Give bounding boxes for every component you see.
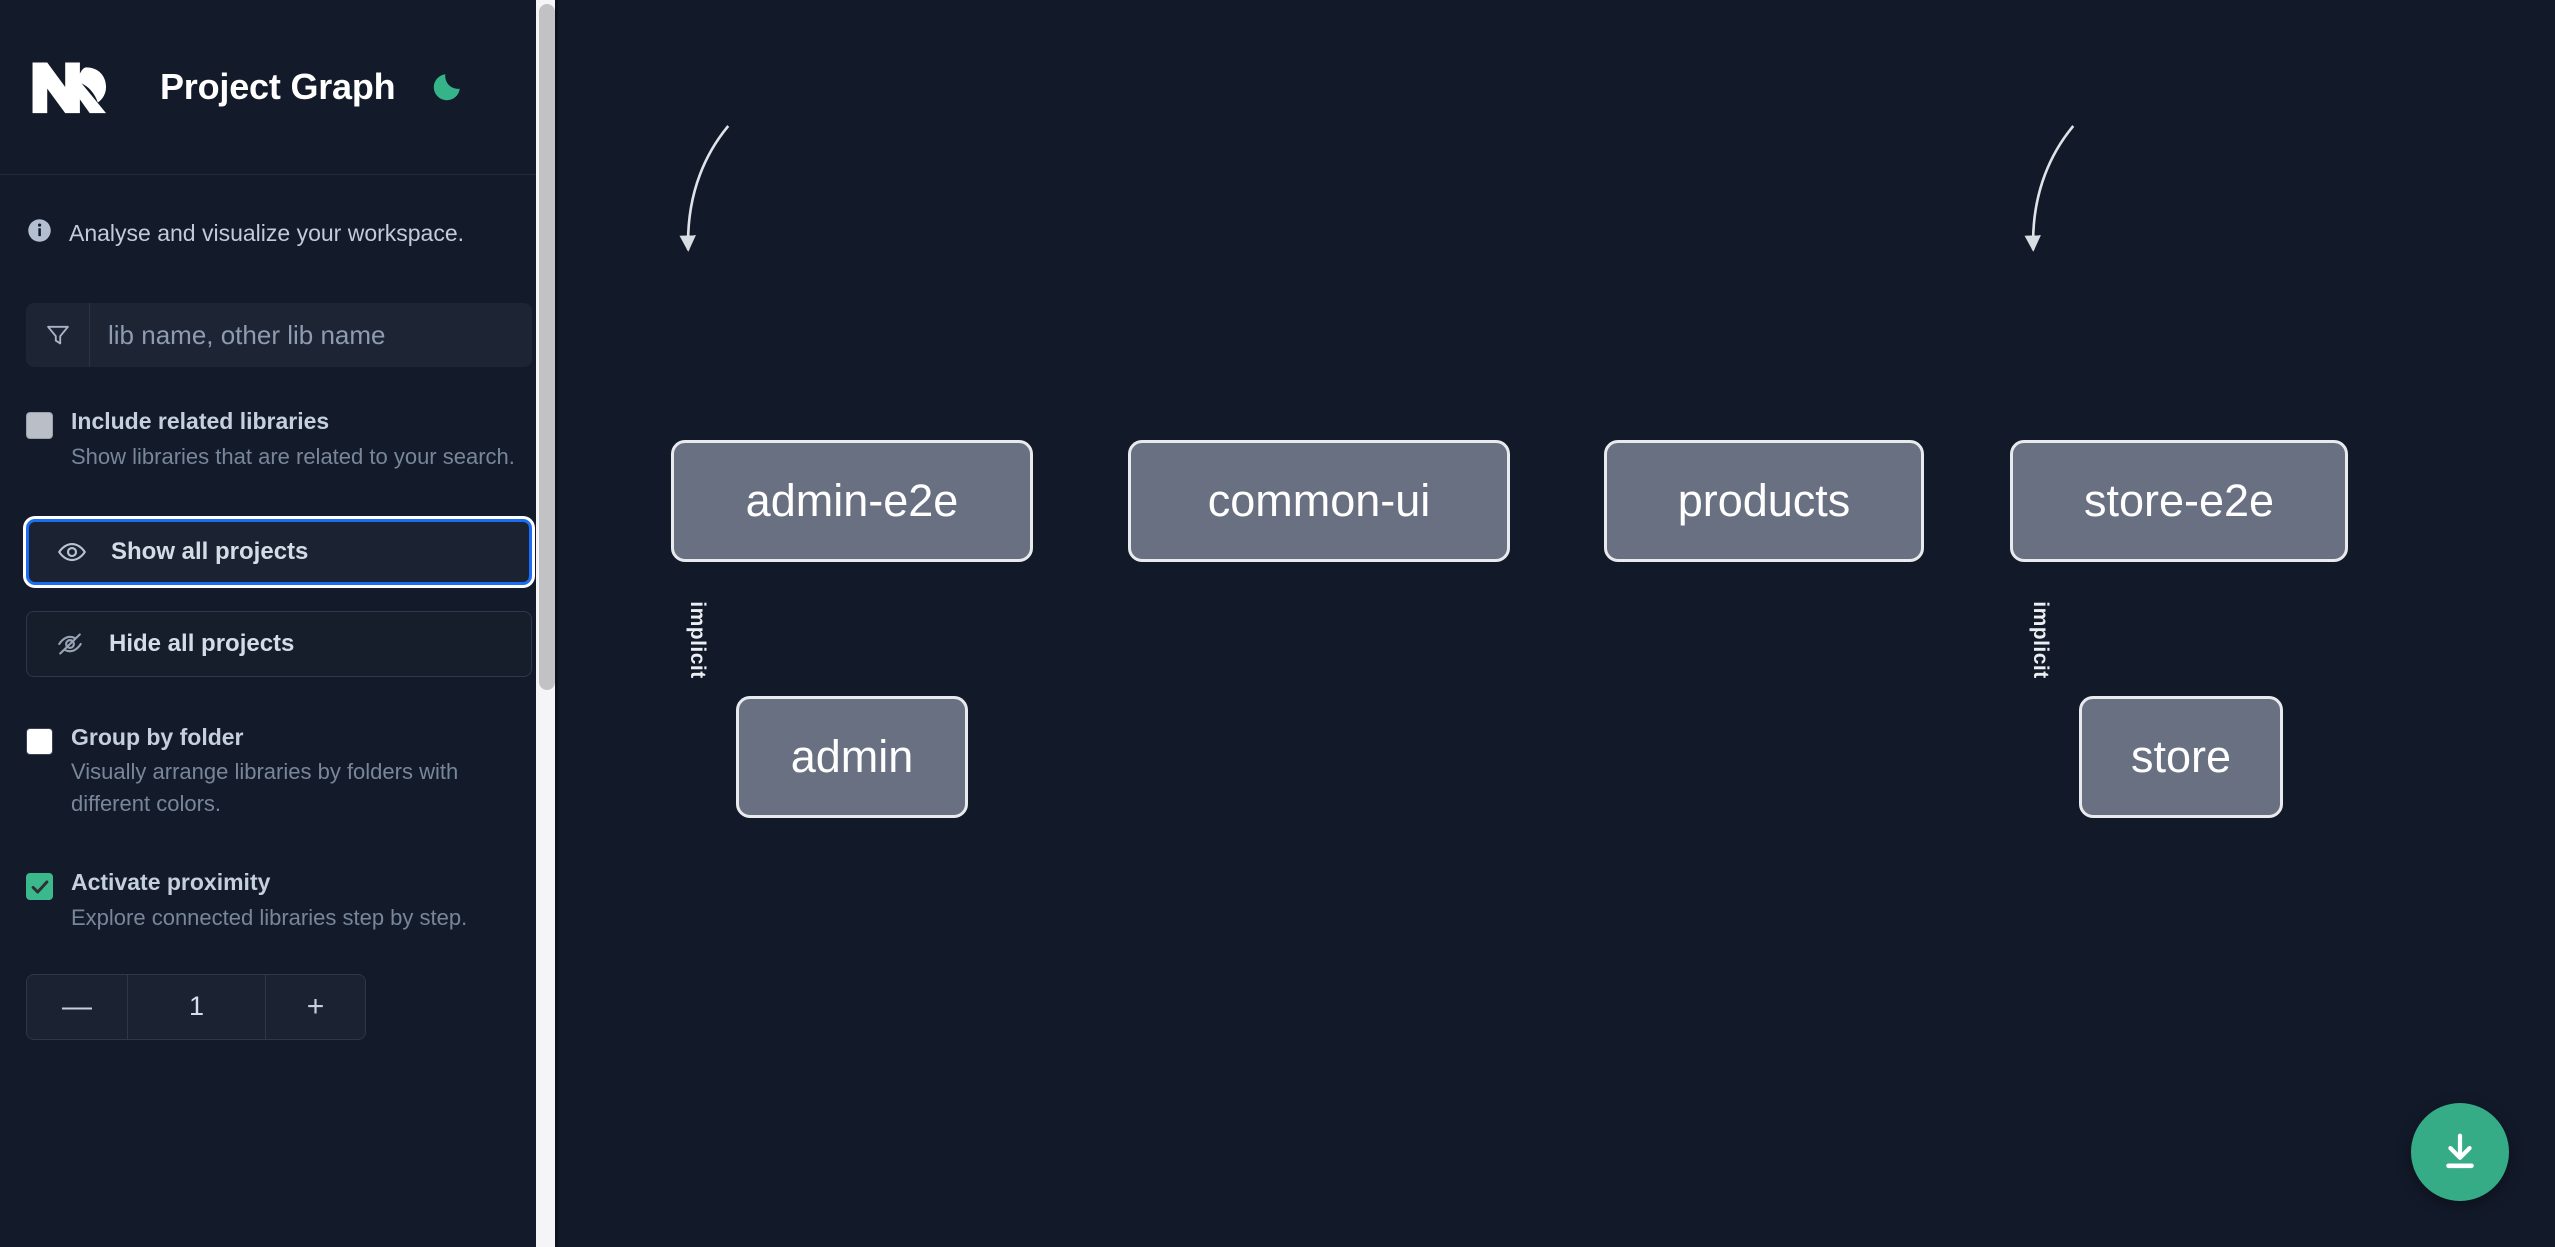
proximity-decrement-button[interactable]: — [27,974,127,1039]
search-input[interactable] [90,303,532,367]
hide-all-projects-label: Hide all projects [109,629,295,657]
graph-node-store-e2e[interactable]: store-e2e [2010,440,2348,562]
edge-admin-e2e-admin [679,125,730,252]
sidebar-header: Project Graph [0,0,558,175]
eye-icon [57,537,87,567]
info-icon [26,217,53,249]
option-include-related-libraries[interactable]: Include related libraries Show libraries… [26,407,532,473]
tagline-text: Analyse and visualize your workspace. [69,219,465,246]
filter-funnel-icon [26,303,90,367]
graph-node-admin[interactable]: admin [736,696,968,818]
check-icon [31,880,48,894]
option-description: Visually arrange libraries by folders wi… [71,759,459,817]
edge-label-implicit-store: implicit [2028,601,2052,679]
graph-node-label: products [1677,475,1851,526]
option-label: Activate proximity [71,869,271,896]
checkbox-include-related-libraries[interactable] [26,412,53,439]
page-title: Project Graph [160,66,396,107]
checkbox-group-by-folder[interactable] [26,727,53,755]
sidebar-divider [555,0,558,1247]
graph-node-label: store-e2e [2083,475,2275,526]
option-description: Show libraries that are related to your … [71,443,515,469]
sidebar-body: Analyse and visualize your workspace. In… [0,175,558,1040]
hide-all-projects-button[interactable]: Hide all projects [26,610,532,677]
proximity-value: 1 [127,974,265,1039]
option-activate-proximity[interactable]: Activate proximity Explore connected lib… [26,868,532,934]
tagline-row: Analyse and visualize your workspace. [26,175,532,249]
edge-store-e2e-store [2024,125,2075,252]
graph-canvas[interactable]: admin-e2e common-ui products store-e2e a… [558,0,2555,1247]
graph-edges-layer [679,125,2075,252]
option-label: Include related libraries [71,408,330,434]
show-all-projects-button[interactable]: Show all projects [26,518,532,585]
moon-icon[interactable] [425,65,469,109]
checkbox-activate-proximity[interactable] [26,873,53,901]
graph-node-common-ui[interactable]: common-ui [1128,440,1510,562]
graph-node-admin-e2e[interactable]: admin-e2e [671,440,1033,562]
graph-node-label: common-ui [1207,475,1431,526]
download-graph-button[interactable] [2411,1103,2509,1201]
graph-node-label: admin-e2e [745,475,959,526]
nx-logo-icon [26,54,124,120]
graph-node-label: store [2130,731,2232,782]
proximity-stepper[interactable]: — 1 + [26,973,366,1040]
show-all-projects-label: Show all projects [111,537,309,565]
search-field[interactable] [26,303,532,367]
edge-label-implicit-admin: implicit [685,601,709,679]
download-icon [2437,1129,2483,1175]
option-group-by-folder[interactable]: Group by folder Visually arrange librari… [26,723,532,821]
sidebar-scrollbar-thumb[interactable] [539,4,555,690]
sidebar: Project Graph Analyse and visualize your… [0,0,558,1247]
option-description: Explore connected libraries step by step… [71,904,468,930]
sidebar-scrollbar[interactable] [536,0,558,1247]
option-label: Group by folder [71,723,244,750]
proximity-increment-button[interactable]: + [265,974,365,1039]
eye-off-icon [55,629,85,659]
graph-node-products[interactable]: products [1604,440,1924,562]
graph-node-store[interactable]: store [2079,696,2283,818]
graph-node-label: admin [790,731,914,782]
